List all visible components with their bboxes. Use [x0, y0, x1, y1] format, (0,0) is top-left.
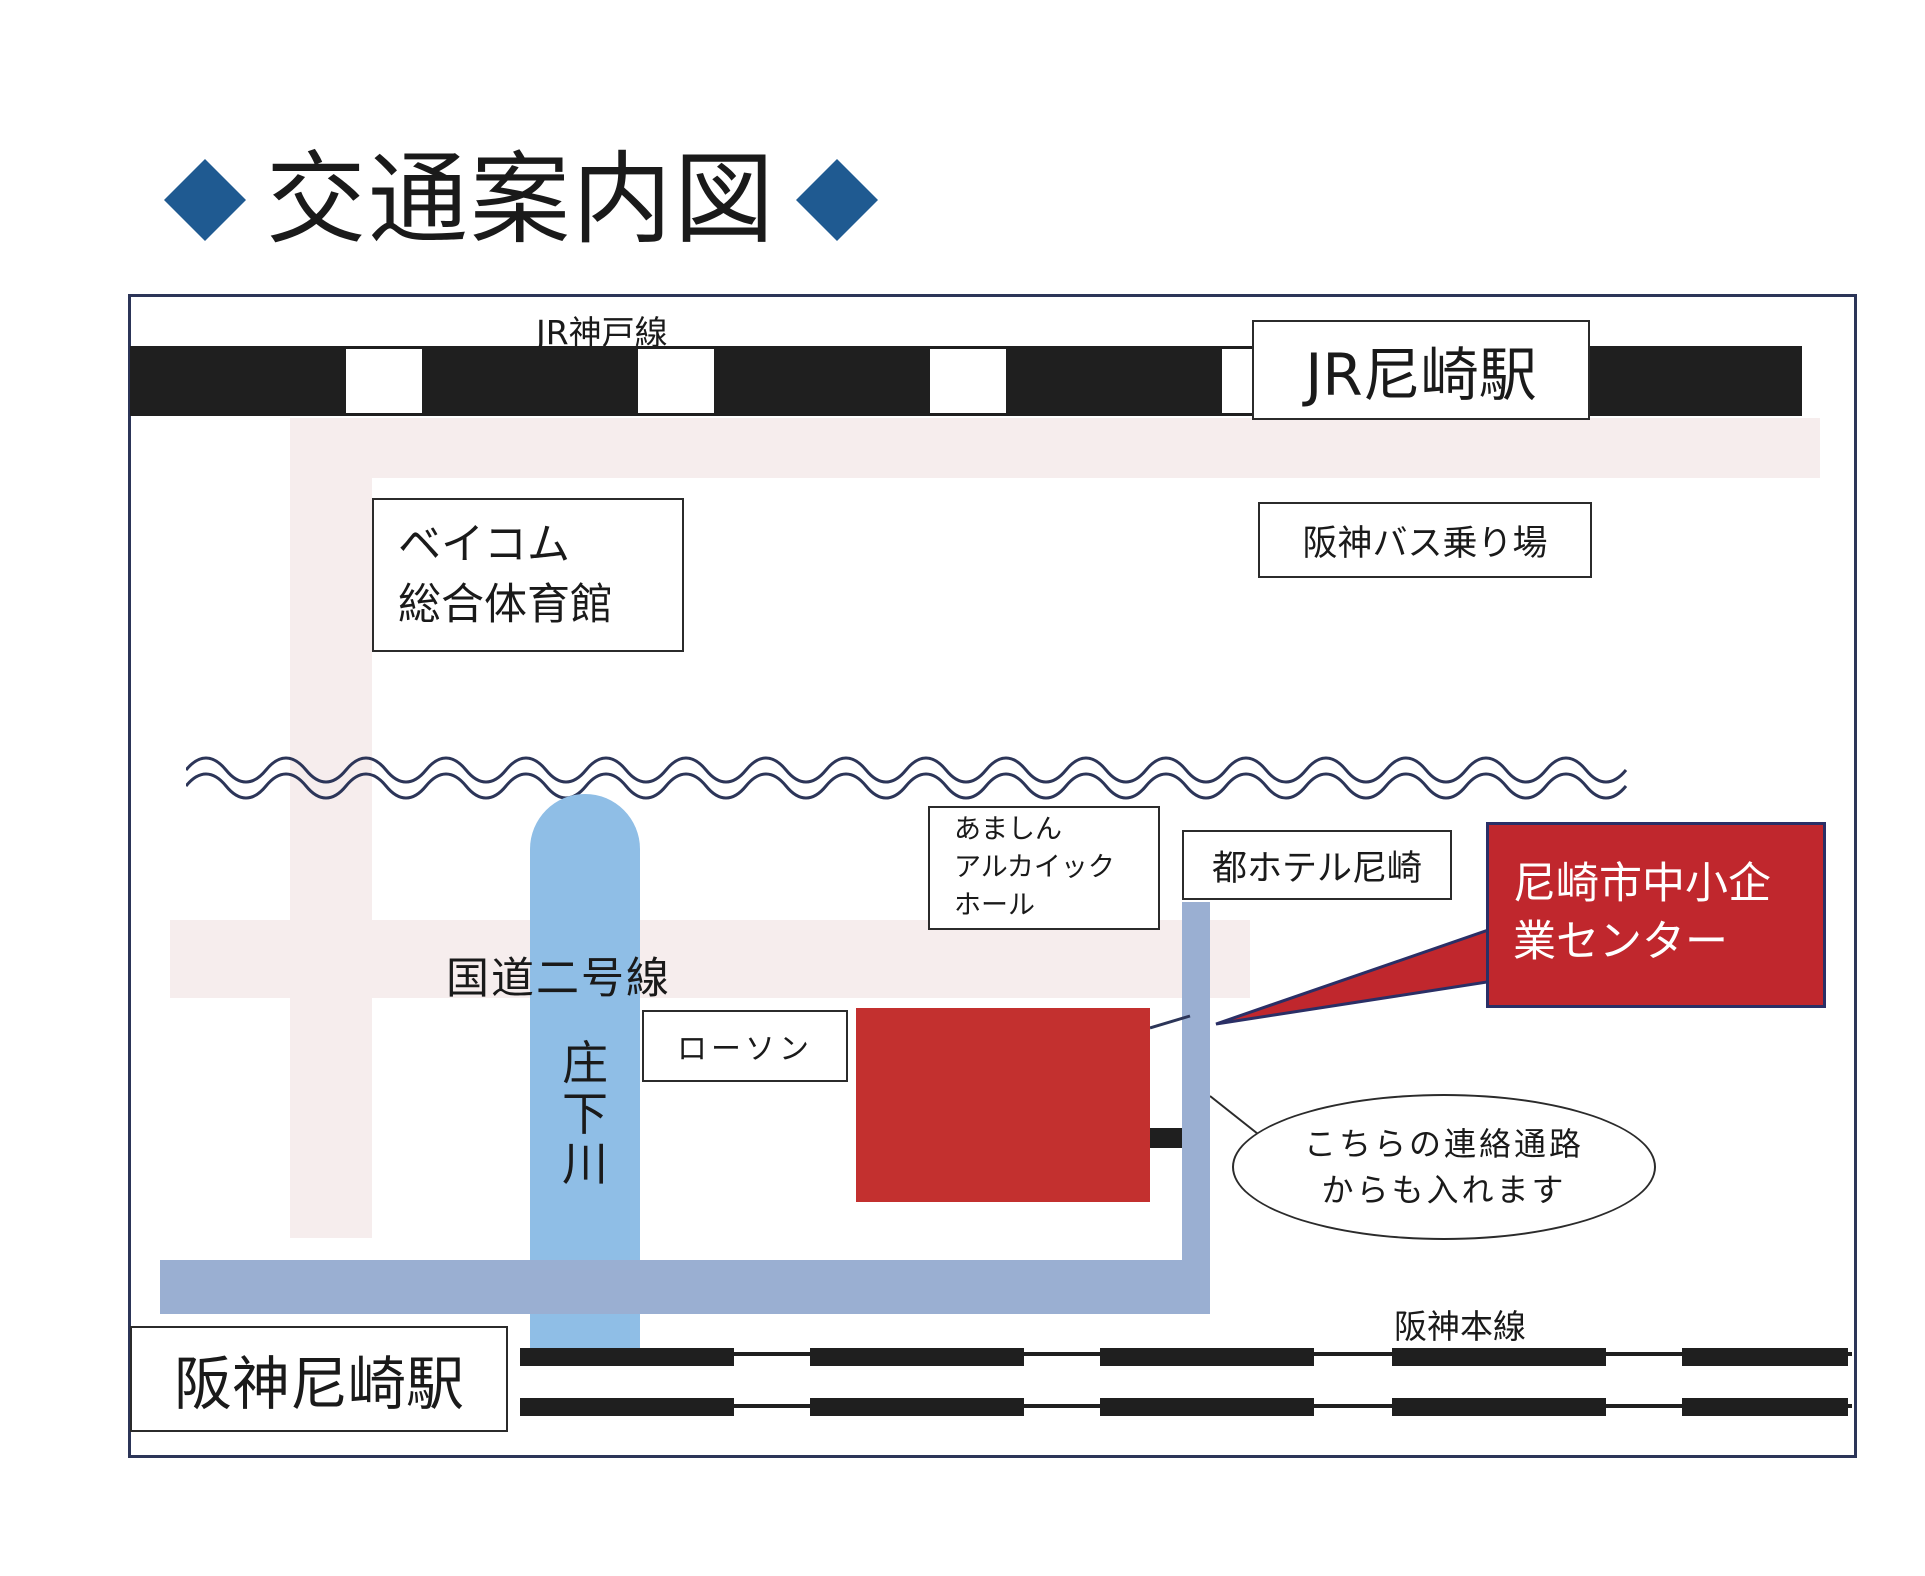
center-building: [856, 1008, 1150, 1202]
hall-label-line3: ホール: [954, 889, 1035, 921]
hotel-label: 都ホテル尼崎: [1211, 848, 1422, 889]
jr-rail-segment: [1006, 346, 1222, 416]
callout-pointer: [1150, 923, 1502, 1030]
jr-station-label: JR尼崎駅: [1305, 341, 1537, 409]
page-title: 交通案内図: [266, 141, 776, 258]
gym-label-line1: ベイコム: [398, 519, 570, 570]
lawson-label: ローソン: [677, 1032, 813, 1067]
bubble-tail-line: [1210, 1095, 1259, 1135]
gym-label-line2: 総合体育館: [398, 580, 613, 630]
jr-rail-segment: [1590, 346, 1802, 416]
note-line1: こちらの連絡通路: [1303, 1124, 1584, 1163]
walkway-vertical: [1182, 902, 1210, 1314]
hanshin-line-label: 阪神本線: [1394, 1307, 1526, 1346]
river-label-char: 庄: [562, 1036, 608, 1090]
bus-stop-box: 阪神バス乗り場: [1258, 502, 1592, 578]
page-heading: 交通案内図: [150, 140, 892, 260]
jr-rail-gap: [346, 346, 422, 416]
target-label-line1: 尼崎市中小企: [1513, 859, 1771, 909]
wavy-lines: [186, 756, 1628, 800]
bus-stop-label: 阪神バス乗り場: [1302, 523, 1548, 564]
hanshin-rail-segment: [1100, 1348, 1314, 1366]
target-label-box: 尼崎市中小企 業センター: [1486, 822, 1826, 1008]
river-label-char: 下: [562, 1086, 608, 1141]
jr-line-label: JR神戸線: [536, 313, 668, 352]
diamond-icon: [795, 158, 879, 242]
jr-rail-segment: [130, 346, 346, 416]
target-label-line2: 業センター: [1513, 917, 1728, 968]
hanshin-rail-segment: [1392, 1398, 1606, 1416]
hanshin-rail-segment: [1682, 1398, 1848, 1416]
street-route2: [170, 920, 1250, 998]
jr-station-box: JR尼崎駅: [1252, 320, 1590, 420]
bubble-tail: [1210, 1095, 1259, 1135]
lawson-box: ローソン: [642, 1010, 848, 1082]
hanshin-rail-segment: [520, 1398, 734, 1416]
route2-label: 国道二号線: [446, 954, 671, 1004]
river-label-char: 川: [562, 1137, 608, 1192]
hanshin-rail-segment: [520, 1348, 734, 1366]
archaic-hall-box: あましん アルカイック ホール: [928, 806, 1160, 930]
jr-rail-gap: [930, 346, 1006, 416]
gym-box: ベイコム 総合体育館: [372, 498, 684, 652]
hotel-box: 都ホテル尼崎: [1182, 830, 1452, 900]
note-line2: からも入れます: [1321, 1171, 1567, 1209]
street-upper-horizontal: [290, 418, 1820, 478]
river-label: 庄 下 川: [530, 1038, 640, 1190]
hanshin-rail-segment: [810, 1398, 1024, 1416]
jr-rail-segment: [714, 346, 930, 416]
hall-label-line1: あましん: [954, 814, 1062, 846]
walkway-horizontal: [160, 1260, 1210, 1314]
hanshin-rail-segment: [810, 1348, 1024, 1366]
passage-note-bubble: こちらの連絡通路 からも入れます: [1232, 1094, 1656, 1240]
hanshin-rail-segment: [1392, 1348, 1606, 1366]
jr-rail-gap: [1222, 346, 1252, 416]
diamond-icon: [163, 158, 247, 242]
hanshin-station-box: 阪神尼崎駅: [130, 1326, 508, 1432]
jr-rail-segment: [422, 346, 638, 416]
jr-rail-gap: [638, 346, 714, 416]
callout-pointer-line: [1150, 1014, 1191, 1030]
hanshin-rail-segment: [1682, 1348, 1848, 1366]
wavy-line-upper: [186, 756, 1628, 784]
hanshin-rail-segment: [1100, 1398, 1314, 1416]
street-vertical-west: [290, 418, 372, 1238]
hanshin-station-label: 阪神尼崎駅: [173, 1350, 464, 1418]
passage-connector: [1150, 1128, 1182, 1148]
wavy-line-lower: [186, 772, 1628, 800]
callout-pointer-red: [1215, 923, 1502, 1026]
hall-label-line2: アルカイック: [954, 852, 1115, 884]
